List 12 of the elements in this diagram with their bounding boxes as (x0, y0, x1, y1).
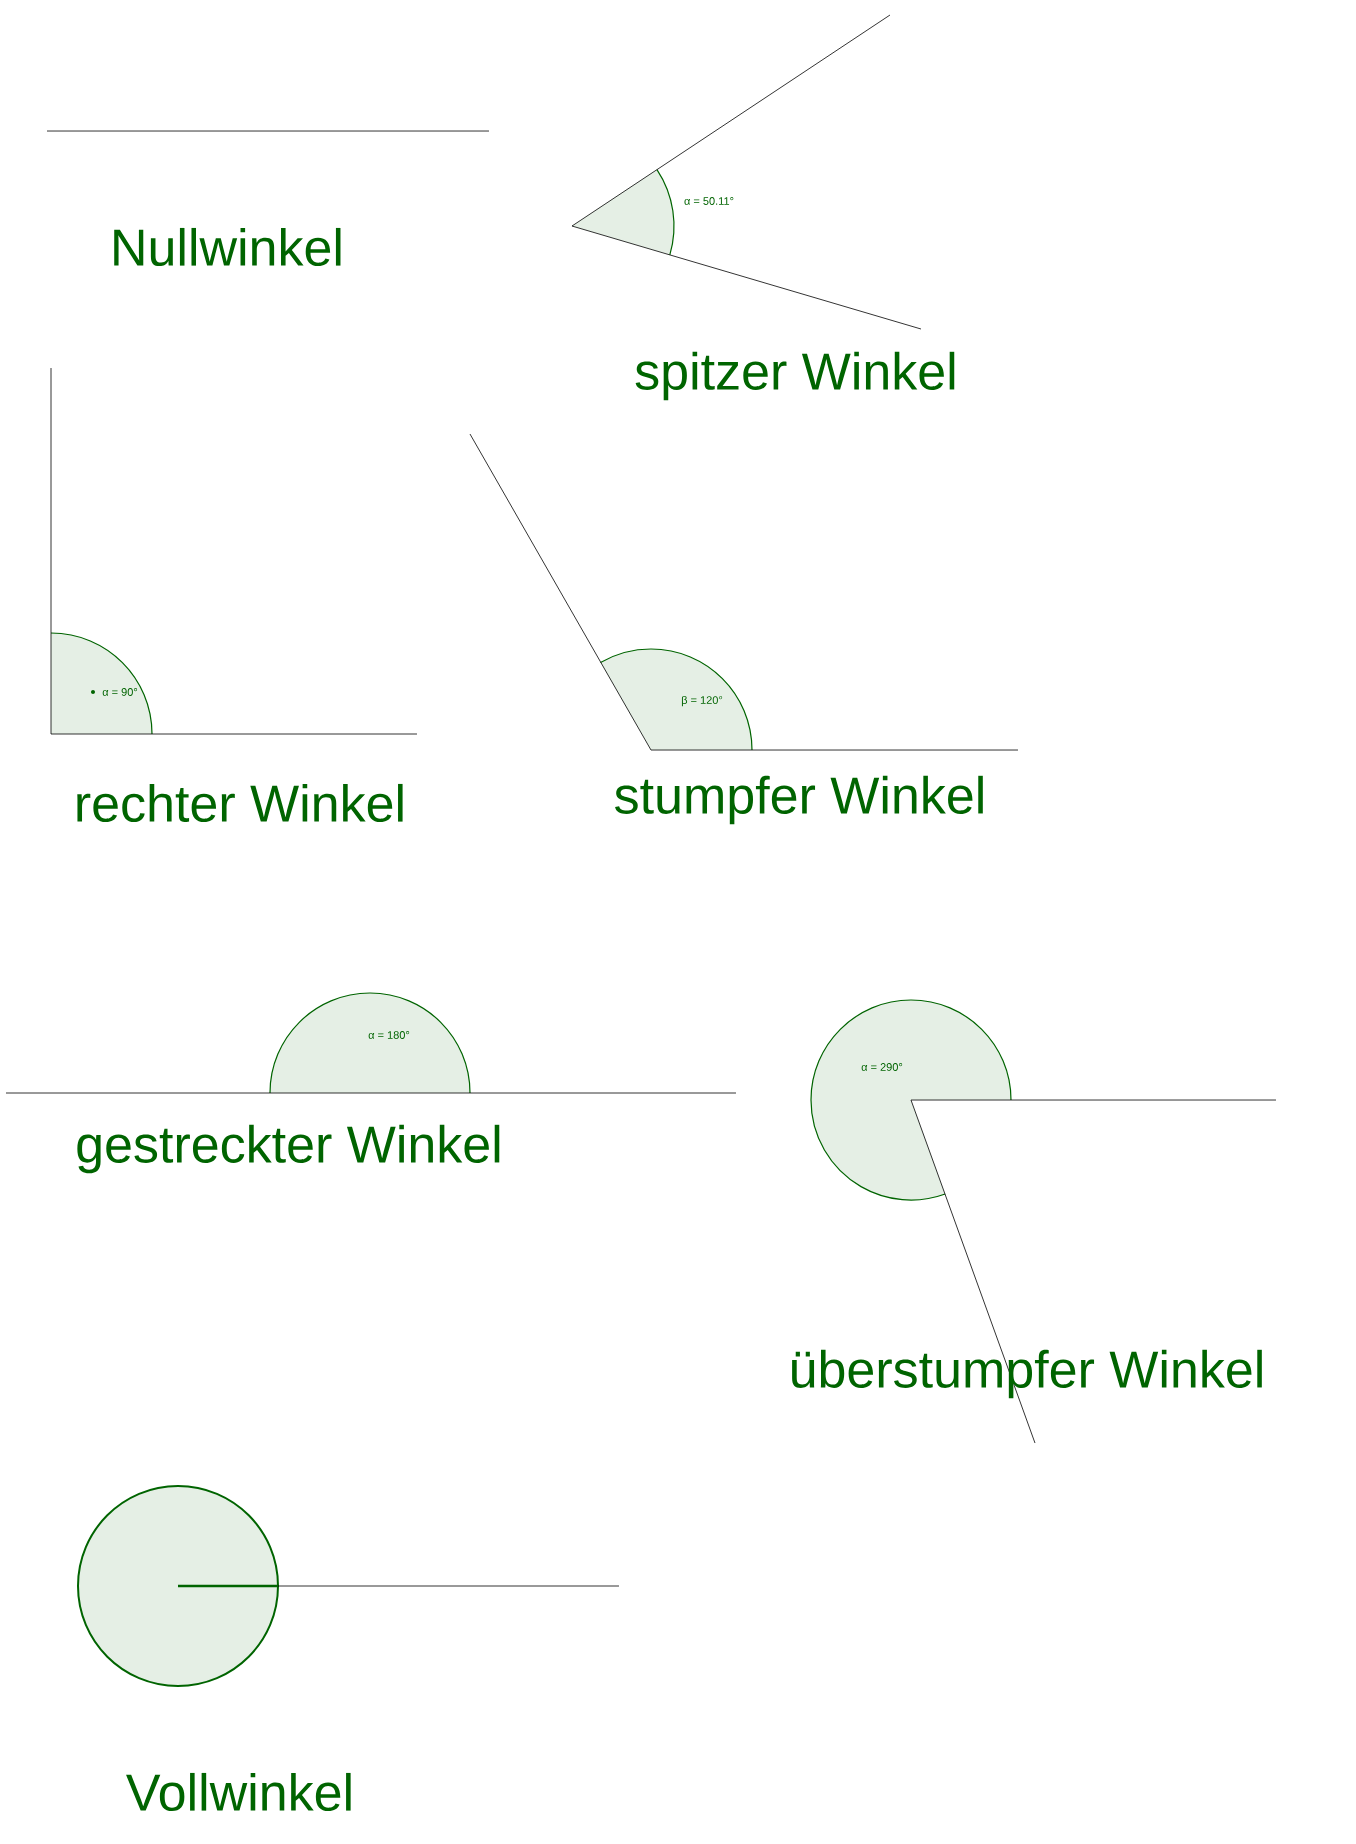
angle-measure: α = 90° (102, 688, 138, 696)
angle-name: rechter Winkel (77, 783, 403, 823)
angle-name: Vollwinkel (126, 1772, 351, 1812)
angle-measure: α = 180° (368, 1031, 410, 1039)
angle-name: überstumpfer Winkel (792, 1349, 1262, 1399)
angle-measure: β = 120° (681, 695, 723, 707)
angle-name: Nullwinkel (114, 227, 341, 267)
angle-measure: α = 50.11° (684, 197, 734, 205)
angle-name: stumpfer Winkel (615, 775, 983, 825)
angle-name: gestreckter Winkel (77, 1124, 500, 1174)
angle-measure: α = 290° (861, 1063, 903, 1071)
angle-name: spitzer Winkel (635, 351, 955, 401)
